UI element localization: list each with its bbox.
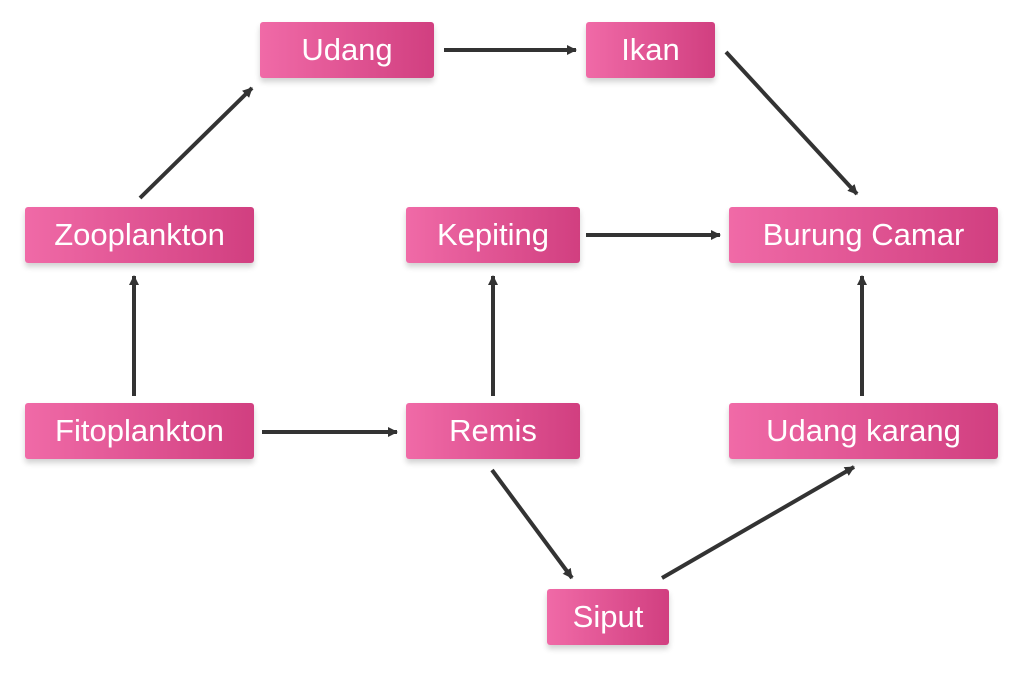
node-remis: Remis [406, 403, 580, 459]
arrow-siput-to-udang-karang [660, 465, 856, 580]
node-burung-camar: Burung Camar [729, 207, 998, 263]
node-zooplankton: Zooplankton [25, 207, 254, 263]
node-udang-karang: Udang karang [729, 403, 998, 459]
arrow-ikan-to-burung-camar [724, 50, 859, 196]
node-kepiting: Kepiting [406, 207, 580, 263]
node-siput: Siput [547, 589, 669, 645]
node-ikan: Ikan [586, 22, 715, 78]
arrow-zooplankton-to-udang [138, 86, 254, 200]
arrow-remis-to-siput [490, 468, 574, 580]
node-fitoplankton: Fitoplankton [25, 403, 254, 459]
node-udang: Udang [260, 22, 434, 78]
